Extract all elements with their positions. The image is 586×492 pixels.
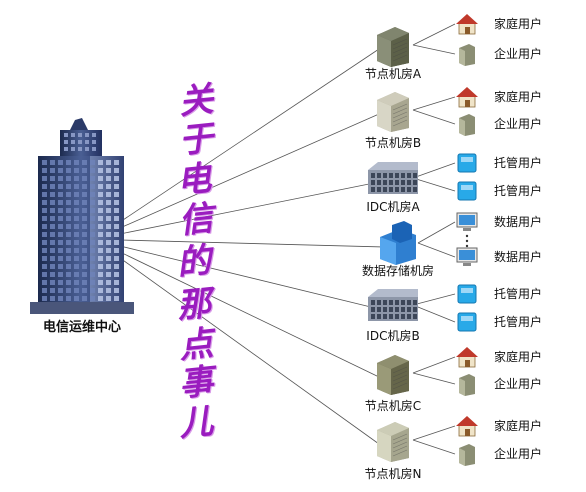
user-icon-enterprise	[455, 112, 479, 140]
user-label: 企业用户	[494, 377, 543, 391]
user-label: 托管用户	[494, 184, 543, 198]
link-room-to-user	[417, 242, 456, 258]
link-center-to-room	[119, 245, 380, 310]
title-char: 事	[177, 361, 215, 405]
link-room-to-user	[417, 221, 456, 244]
link-center-to-room	[119, 251, 380, 378]
link-room-to-user	[412, 425, 456, 441]
user-label: 托管用户	[494, 287, 543, 301]
user-label: 家庭用户	[494, 90, 543, 104]
user-label: 托管用户	[494, 156, 543, 170]
user-label: 数据用户	[494, 250, 543, 264]
link-room-to-user	[412, 23, 456, 46]
user-label: 企业用户	[494, 447, 543, 461]
user-icon-enterprise	[455, 42, 479, 70]
link-center-to-room	[119, 113, 380, 229]
link-room-to-user	[412, 439, 456, 455]
user-label: 企业用户	[494, 47, 543, 61]
link-center-to-room	[119, 181, 380, 235]
user-icon-hosted	[455, 282, 479, 310]
user-label: 托管用户	[494, 315, 543, 329]
title-char: 的	[175, 240, 213, 284]
user-icon-home	[455, 345, 479, 373]
title-char: 电	[175, 158, 213, 202]
link-room-to-user	[412, 304, 456, 323]
title-char: 点	[177, 323, 215, 367]
user-icon-data	[455, 210, 479, 238]
title-char: 儿	[177, 401, 215, 445]
link-room-to-user	[412, 109, 456, 125]
link-center-to-room	[119, 239, 385, 248]
room-label: 节点机房A	[364, 67, 422, 81]
link-room-to-user	[412, 96, 456, 111]
user-icon-enterprise	[455, 442, 479, 470]
link-center-to-room	[119, 48, 380, 223]
title-char: 关	[177, 79, 215, 123]
user-label: 家庭用户	[494, 419, 543, 433]
room-label: 数据存储机房	[361, 264, 435, 278]
room-icon-node-a	[373, 23, 413, 71]
link-room-to-user	[412, 372, 456, 385]
title-char: 信	[177, 198, 215, 242]
room-label: IDC机房A	[366, 200, 420, 214]
room-label: 节点机房C	[364, 399, 422, 413]
user-icon-home	[455, 12, 479, 40]
user-label: 家庭用户	[494, 17, 543, 31]
link-center-to-room	[119, 257, 380, 445]
room-label: 节点机房B	[364, 136, 422, 150]
user-label: 家庭用户	[494, 350, 543, 364]
user-icon-hosted	[455, 151, 479, 179]
room-icon-idc	[366, 160, 420, 200]
user-icon-hosted	[455, 310, 479, 338]
operations-center-building-icon	[30, 118, 134, 314]
link-room-to-user	[412, 44, 456, 55]
user-label: 数据用户	[494, 215, 543, 229]
room-icon-node-b	[373, 88, 413, 136]
user-icon-home	[455, 414, 479, 442]
room-icon-idc	[366, 287, 420, 327]
center-label: 电信运维中心	[42, 320, 122, 335]
user-label: 企业用户	[494, 117, 543, 131]
room-icon-storage	[378, 221, 418, 269]
link-room-to-user	[412, 356, 456, 374]
link-room-to-user	[412, 162, 456, 179]
title-char: 那	[175, 283, 213, 327]
user-icon-hosted	[455, 179, 479, 207]
room-label: 节点机房N	[364, 467, 422, 481]
link-room-to-user	[412, 293, 456, 306]
user-icon-data	[455, 245, 479, 273]
title-char: 于	[177, 118, 215, 162]
room-label: IDC机房B	[366, 329, 420, 343]
link-room-to-user	[412, 177, 456, 192]
room-icon-node-n	[373, 418, 413, 466]
ellipsis-dots	[465, 234, 469, 248]
user-icon-home	[455, 85, 479, 113]
user-icon-enterprise	[455, 372, 479, 400]
room-icon-node-c	[373, 351, 413, 399]
